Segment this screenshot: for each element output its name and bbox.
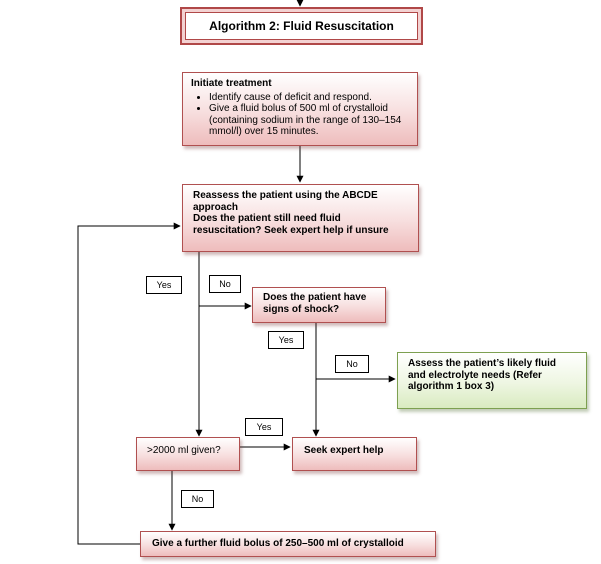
initiate-heading: Initiate treatment	[191, 78, 272, 89]
reassess-box: Reassess the patient using the ABCDE app…	[182, 184, 419, 252]
loop-back-line	[77, 222, 181, 545]
no-label-reassess: No	[209, 275, 241, 293]
yes-label-reassess: Yes	[146, 276, 182, 294]
initiate-bullets: Identify cause of deficit and respond. G…	[191, 92, 409, 138]
no-label-given: No	[181, 490, 214, 508]
yes-label-shock: Yes	[268, 331, 304, 349]
further-bolus-text: Give a further fluid bolus of 250–500 ml…	[152, 538, 404, 549]
shock-question: Does the patient have signs of shock?	[263, 292, 367, 315]
yes-label-given: Yes	[245, 418, 283, 436]
reassess-line2: Does the patient still need fluid resusc…	[193, 213, 389, 236]
initiate-bullet: Give a fluid bolus of 500 ml of crystall…	[209, 103, 409, 138]
over-2000-text: >2000 ml given?	[147, 445, 221, 456]
algorithm-title-frame: Algorithm 2: Fluid Resuscitation	[180, 7, 423, 45]
seek-expert-text: Seek expert help	[304, 445, 384, 456]
initiate-treatment-box: Initiate treatment Identify cause of def…	[182, 72, 418, 146]
no-label-shock: No	[335, 355, 369, 373]
shock-question-box: Does the patient have signs of shock?	[252, 287, 386, 323]
reassess-line1: Reassess the patient using the ABCDE app…	[193, 190, 378, 213]
further-bolus-box: Give a further fluid bolus of 250–500 ml…	[140, 531, 436, 557]
initiate-bullet: Identify cause of deficit and respond.	[209, 92, 409, 104]
over-2000-box: >2000 ml given?	[136, 437, 240, 471]
assess-needs-box: Assess the patient’s likely fluid and el…	[397, 352, 587, 409]
assess-needs-text: Assess the patient’s likely fluid and el…	[408, 358, 557, 392]
algorithm-title: Algorithm 2: Fluid Resuscitation	[185, 12, 418, 40]
seek-expert-box: Seek expert help	[292, 437, 417, 471]
